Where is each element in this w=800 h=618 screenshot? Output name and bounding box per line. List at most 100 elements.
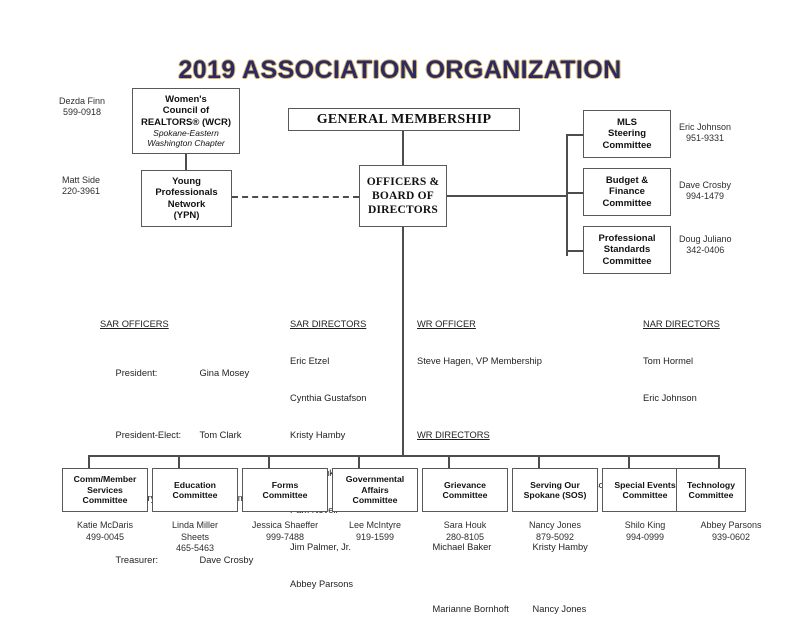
roster-nar-directors: NAR DIRECTORS Tom Hormel Eric Johnson <box>643 293 720 429</box>
contact-ypn: Matt Side 220-3961 <box>62 175 100 197</box>
roster-spacer <box>100 603 258 615</box>
committee-5-contact-1: 879-5092 <box>535 531 575 542</box>
contact-professional-standards-name: Doug Juliano <box>679 234 732 244</box>
contact-technology: Abbey Parsons 939-0602 <box>676 520 786 543</box>
contact-grievance: Sara Houk 280-8105 <box>410 520 520 543</box>
sar-directors-header: SAR DIRECTORS <box>290 318 367 329</box>
box-governmental-affairs-committee[interactable]: Governmental Affairs Committee <box>332 468 418 512</box>
committee-7-line-1: Committee <box>688 490 734 500</box>
wcr-line-1: Women's <box>165 93 207 105</box>
general-membership-label: GENERAL MEMBERSHIP <box>316 111 492 127</box>
box-womens-council-of-realtors[interactable]: Women's Council of REALTORS® (WCR) Spoka… <box>132 88 240 154</box>
drop-committee-8 <box>718 455 720 468</box>
roster-wr: WR OFFICER Steve Hagen, VP Membership WR… <box>417 293 609 618</box>
drop-committee-1 <box>88 455 90 468</box>
box-technology-committee[interactable]: Technology Committee <box>676 468 746 512</box>
box-professional-standards-committee[interactable]: Professional Standards Committee <box>583 226 671 274</box>
connector-ypn-to-officers-dashed <box>232 196 359 198</box>
contact-budget-name: Dave Crosby <box>679 180 732 190</box>
contact-serving-our-spokane: Nancy Jones 879-5092 <box>500 520 610 543</box>
committee-0-contact-1: 499-0045 <box>85 531 125 542</box>
contact-professional-standards: Doug Juliano 342-0406 <box>679 234 732 256</box>
sar-director-name: Eric Etzel <box>290 356 330 367</box>
committee-1-line-0: Education <box>174 479 216 490</box>
committee-1-contact-0: Linda Miller <box>171 520 219 530</box>
box-general-membership[interactable]: GENERAL MEMBERSHIP <box>288 108 520 131</box>
box-budget-finance-committee[interactable]: Budget & Finance Committee <box>583 168 671 216</box>
mls-line-1: MLS <box>616 116 638 128</box>
wr-officer-name: Steve Hagen, VP Membership <box>417 356 542 367</box>
contact-budget: Dave Crosby 994-1479 <box>679 180 731 202</box>
officers-line-1: OFFICERS & <box>366 176 440 188</box>
committee-5-line-0: Serving Our <box>530 479 580 490</box>
officers-line-2: BOARD OF <box>372 190 434 202</box>
sar-officer-value-3: Dave Crosby <box>199 554 254 565</box>
wr-director-name: Kristy Hamby <box>532 542 588 553</box>
committee-6-contact-1: 994-0999 <box>625 531 665 542</box>
bottom-horizontal-bus <box>88 455 718 457</box>
box-comm-member-services-committee[interactable]: Comm/Member Services Committee <box>62 468 148 512</box>
connector-bus-to-budget <box>566 192 583 194</box>
connector-wcr-vertical <box>185 154 187 170</box>
professional-standards-line-3: Committee <box>602 255 652 267</box>
box-young-professionals-network[interactable]: Young Professionals Network (YPN) <box>141 170 232 227</box>
sar-officer-row: President-Elect:Tom Clark <box>100 417 258 454</box>
ypn-line-3: Network <box>167 198 206 210</box>
sar-officer-row: Treasurer:Dave Crosby <box>100 541 258 578</box>
contact-budget-phone: 994-1479 <box>685 191 725 201</box>
committee-5-line-1: Spokane (SOS) <box>523 490 587 500</box>
contact-mls: Eric Johnson 951-9331 <box>679 122 731 144</box>
committee-3-line-1: Affairs <box>361 484 389 495</box>
sar-director-name: Jim Palmer, Jr. <box>290 542 351 553</box>
contact-mls-name: Eric Johnson <box>679 122 732 132</box>
drop-committee-2 <box>178 455 180 468</box>
sar-director-name: Cynthia Gustafson <box>290 393 367 404</box>
box-education-committee[interactable]: Education Committee <box>152 468 238 512</box>
committee-0-line-1: Services <box>87 484 123 495</box>
roster-sar-officers: SAR OFFICERS President:Gina Mosey Presid… <box>100 293 258 618</box>
drop-committee-3 <box>268 455 270 468</box>
ypn-line-2: Professionals <box>155 187 218 198</box>
connector-membership-to-officers <box>402 131 404 165</box>
drop-committee-4 <box>358 455 360 468</box>
sar-director-name: Abbey Parsons <box>290 579 354 590</box>
box-forms-committee[interactable]: Forms Committee <box>242 468 328 512</box>
committee-2-contact-1: 999-7488 <box>265 531 305 542</box>
committee-0-line-0: Comm/Member <box>73 474 137 485</box>
contact-ypn-name: Matt Side <box>62 175 101 185</box>
wr-director-name: Nancy Jones <box>532 604 587 615</box>
committee-3-line-0: Governmental <box>345 474 405 485</box>
box-special-events-committee[interactable]: Special Events Committee <box>602 468 688 512</box>
box-serving-our-spokane-committee[interactable]: Serving Our Spokane (SOS) <box>512 468 598 512</box>
wcr-line-2: Council of <box>162 105 210 117</box>
sar-officer-value-0: Gina Mosey <box>199 368 250 379</box>
committee-5-contact-0: Nancy Jones <box>528 520 582 530</box>
sar-director-name: Bill Richard <box>290 616 366 618</box>
connector-officers-down <box>402 227 404 456</box>
sar-officer-label-0: President: <box>115 368 158 379</box>
committee-6-line-1: Committee <box>622 490 668 500</box>
nar-directors-header: NAR DIRECTORS <box>643 318 720 329</box>
mls-line-2: Steering <box>607 128 646 140</box>
ypn-line-1: Young <box>172 175 201 187</box>
drop-committee-5 <box>448 455 450 468</box>
contact-special-events: Shilo King 994-0999 <box>590 520 700 543</box>
wr-officer-header: WR OFFICER <box>417 318 476 329</box>
box-mls-steering-committee[interactable]: MLS Steering Committee <box>583 110 671 158</box>
committee-1-line-1: Committee <box>172 490 218 500</box>
wcr-sub-line-1: Spokane-Eastern <box>153 128 219 139</box>
connector-officers-to-right-bus <box>447 195 567 197</box>
page-title: 2019 ASSOCIATION ORGANIZATION <box>178 56 622 84</box>
officers-line-3: DIRECTORS <box>368 204 438 216</box>
contact-governmental-affairs: Lee McIntyre 919-1599 <box>320 520 430 543</box>
wr-director-name: Michael Baker <box>432 542 492 553</box>
committee-4-contact-0: Sara Houk <box>443 520 487 530</box>
committee-3-contact-1: 919-1599 <box>355 531 395 542</box>
budget-line-2: Finance <box>609 186 645 198</box>
connector-bus-to-mls <box>566 134 583 136</box>
professional-standards-line-1: Professional <box>598 232 656 244</box>
sar-officer-row: President: Gina Mosey <box>100 355 258 392</box>
box-grievance-committee[interactable]: Grievance Committee <box>422 468 508 512</box>
box-officers-board-of-directors[interactable]: OFFICERS & BOARD OF DIRECTORS <box>359 165 447 227</box>
